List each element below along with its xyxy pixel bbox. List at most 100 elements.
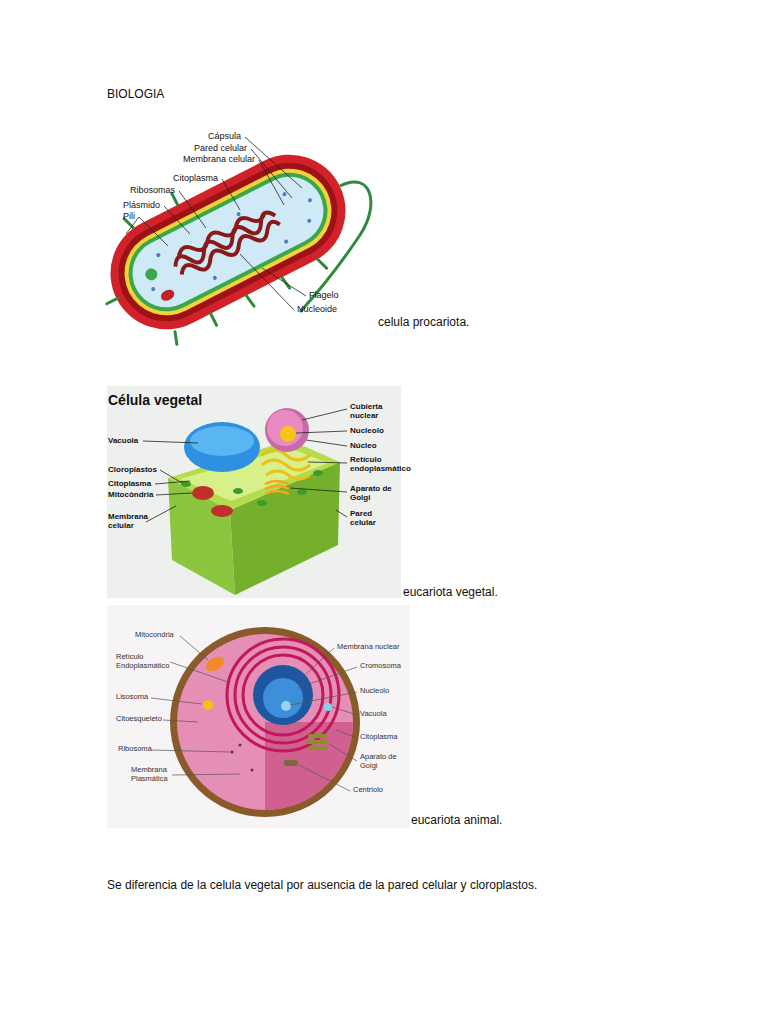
part-label: Ribosomas	[130, 185, 175, 195]
illustration-shape	[239, 744, 242, 747]
illustration-shape	[307, 198, 312, 203]
note-text: Se diferencia de la celula vegetal por a…	[107, 879, 537, 893]
illustration-shape	[290, 488, 347, 492]
animal-cell	[107, 605, 410, 828]
part-label: Vacuola	[360, 710, 387, 719]
illustration-shape	[306, 734, 328, 750]
illustration-shape	[324, 703, 332, 711]
illustration-shape	[262, 268, 306, 296]
illustration-shape	[267, 410, 303, 446]
part-label: Pared celular	[194, 143, 247, 153]
illustration-shape	[151, 636, 357, 791]
part-label: Nucleolo	[360, 687, 389, 696]
part-label: Membrana nuclear	[337, 643, 400, 652]
plant-cell	[107, 386, 401, 598]
illustration-shape	[121, 165, 335, 319]
part-label: Retículo Endoplasmático	[116, 653, 168, 670]
part-label: Citoplasma	[108, 479, 151, 488]
illustration-shape	[151, 750, 230, 752]
illustration-shape	[190, 426, 254, 456]
illustration-shape	[336, 730, 357, 738]
illustration-shape	[203, 700, 213, 710]
part-label: Flagelo	[309, 290, 339, 300]
illustration-shape	[107, 605, 410, 828]
illustration-shape	[253, 665, 313, 725]
illustration-shape	[299, 765, 350, 791]
illustration-shape	[265, 481, 289, 484]
part-label: Membrana Plasmática	[131, 766, 171, 783]
illustration-shape	[170, 204, 283, 281]
illustration-shape	[143, 266, 159, 282]
illustration-shape	[102, 146, 354, 338]
illustration-shape	[246, 295, 254, 307]
part-label: Nucleolo	[350, 426, 384, 435]
illustration-shape	[235, 647, 331, 743]
illustration-shape	[298, 667, 357, 688]
illustration-shape	[306, 440, 347, 446]
part-label: Centriolo	[353, 786, 383, 795]
part-label: Vacuola	[108, 436, 138, 445]
illustration-shape	[251, 769, 254, 772]
illustration-shape	[266, 471, 310, 479]
illustration-shape	[170, 662, 228, 682]
illustration-shape	[329, 744, 357, 761]
illustration-shape	[308, 746, 328, 750]
illustration-shape	[177, 634, 353, 810]
illustration-shape	[236, 212, 241, 217]
illustration-shape	[243, 655, 323, 735]
illustration-shape	[231, 751, 234, 754]
illustration-shape	[318, 257, 327, 270]
illustration-shape	[296, 431, 347, 433]
illustration-shape	[203, 654, 226, 674]
part-label: Aparato de Golgi	[360, 753, 400, 770]
illustration-shape	[302, 409, 347, 420]
part-label: Plásmido	[123, 200, 160, 210]
page-title: BIOLOGIA	[107, 88, 164, 102]
illustration-shape	[233, 488, 243, 494]
illustration-shape	[263, 678, 303, 718]
part-label: Pared celular	[350, 509, 396, 527]
illustration-shape	[107, 386, 401, 598]
illustration-shape	[179, 191, 206, 228]
part-label: Membrana celular	[108, 512, 154, 530]
illustration-shape	[265, 491, 289, 494]
illustration-shape	[192, 486, 214, 500]
illustration-shape	[265, 408, 309, 452]
illustration-shape	[280, 426, 296, 442]
illustration-shape	[211, 505, 233, 517]
illustration-shape	[171, 332, 180, 345]
part-label: Aparato de Golgi	[350, 484, 402, 502]
part-label: Cápsula	[208, 131, 241, 141]
part-label: Cromosoma	[360, 662, 401, 671]
illustration-shape	[282, 191, 287, 196]
part-label: Membrana celular	[183, 154, 255, 164]
illustration-shape	[151, 286, 156, 291]
caption-text: eucariota vegetal.	[403, 586, 498, 600]
illustration-shape	[139, 217, 168, 246]
part-label: Lisosoma	[116, 693, 148, 702]
illustration-shape	[181, 470, 323, 506]
part-label: Mitocondria	[135, 631, 174, 640]
illustration-shape	[160, 470, 182, 483]
illustration-shape	[159, 288, 176, 303]
illustration-shape	[290, 692, 357, 705]
illustration-shape	[265, 486, 289, 489]
illustration-shape	[163, 720, 198, 722]
part-label: Citoplasma	[173, 173, 218, 183]
illustration-shape	[308, 462, 347, 463]
illustration-shape	[251, 149, 292, 198]
illustration-shape	[281, 701, 291, 711]
illustration-shape	[262, 460, 310, 470]
illustration-shape	[300, 182, 371, 312]
illustration-shape	[283, 239, 288, 244]
illustration-shape	[306, 740, 328, 744]
part-label: Retículo endoplasmático	[350, 455, 402, 473]
illustration-shape	[306, 648, 334, 674]
illustration-shape	[265, 481, 289, 494]
illustration-shape	[164, 206, 190, 234]
illustration-shape	[307, 218, 312, 223]
illustration-shape	[75, 146, 327, 365]
illustration-shape	[110, 154, 346, 330]
illustration-shape	[308, 734, 328, 738]
